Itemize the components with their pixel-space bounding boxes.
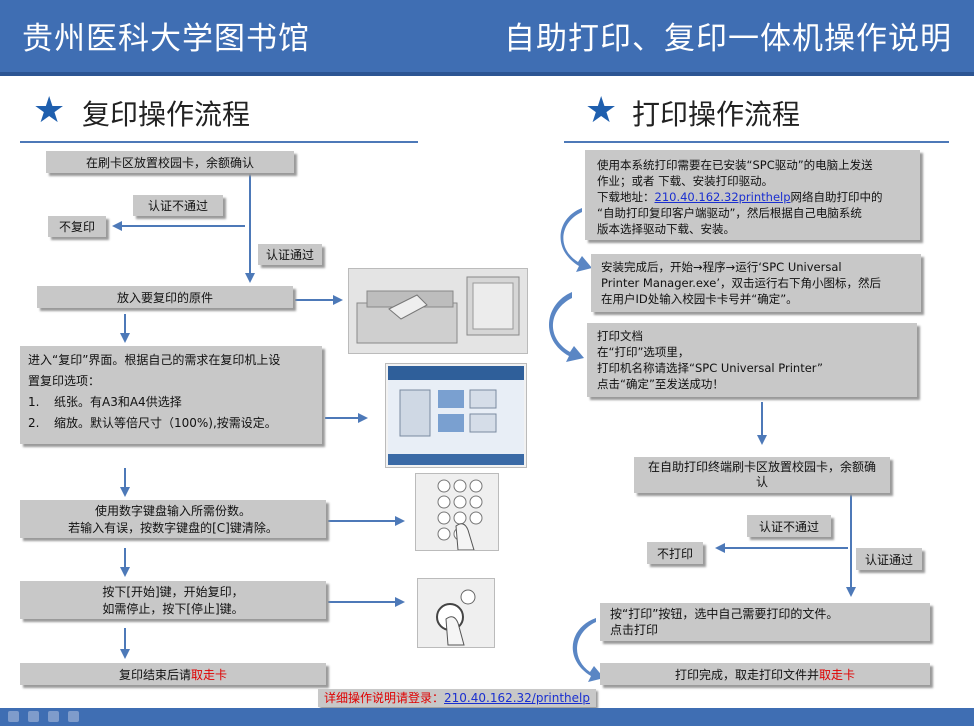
star-icon: ★ [33, 90, 66, 131]
print-doc-line4: 点击“确定”至发送成功！ [597, 377, 724, 391]
copy-settings-line1: 进入“复印”界面。根据自己的需求在复印机上设 [28, 353, 281, 367]
copy-quantity-line1: 使用数字键盘输入所需份数。 [94, 504, 251, 518]
copy-settings-item-num: 1. [28, 395, 40, 409]
copy-settings-line2: 置复印选项： [28, 374, 101, 388]
start-button-icon [436, 589, 476, 646]
library-title: 贵州医科大学图书馆 [22, 21, 310, 57]
print-step-run-manager: 安装完成后，开始→程序→运行‘SPC Universal Printer Man… [591, 254, 921, 312]
help-link-label: 详细操作说明请登录： [324, 691, 445, 705]
print-step-swipe-card: 在自助打印终端刷卡区放置校园卡，余额确认 [634, 457, 890, 493]
menu-icon[interactable] [48, 711, 59, 722]
print-doc-line1: 打印文档 [597, 329, 643, 343]
copy-start-line2: 如需停止，按下[停止]键。 [102, 602, 244, 616]
print-no-print-label: 不打印 [647, 542, 703, 564]
help-link-url[interactable]: 210.40.162.32/printhelp [444, 691, 590, 705]
print-step-install-driver: 使用本系统打印需要在已安装“SPC驱动”的电脑上发送 作业；或者 下载、安装打印… [585, 150, 920, 240]
star-icon: ★ [585, 90, 618, 131]
copy-step-swipe-card: 在刷卡区放置校园卡，余额确认 [46, 151, 294, 173]
copy-divider [20, 141, 418, 143]
print-doc-line2: 在“打印”选项里， [597, 345, 690, 359]
touchscreen-illustration [385, 363, 527, 468]
next-slide-icon[interactable] [68, 711, 79, 722]
copy-section-title: 复印操作流程 [82, 98, 251, 131]
page-title: 自助打印、复印一体机操作说明 [504, 21, 952, 57]
print-press-line2: 点击打印 [610, 623, 659, 637]
print-doc-line3: 打印机名称请选择“SPC Universal Printer” [597, 361, 823, 375]
print-step-press-print: 按“打印”按钮，选中自己需要打印的文件。 点击打印 [600, 603, 930, 641]
header-bar: 贵州医科大学图书馆 自助打印、复印一体机操作说明 [0, 0, 974, 76]
keypad-illustration [415, 473, 499, 551]
copy-step-finish: 复印结束后请取走卡 [20, 663, 326, 685]
previous-slide-icon[interactable] [8, 711, 19, 722]
touchscreen-icon [388, 366, 524, 465]
copy-step-quantity: 使用数字键盘输入所需份数。 若输入有误，按数字键盘的[C]键清除。 [20, 500, 326, 538]
start-button-illustration [417, 578, 495, 648]
keypad-icon [437, 479, 483, 551]
copy-finish-take-card: 取走卡 [191, 667, 228, 682]
copier-icon [356, 276, 520, 344]
print-auth-fail-label: 认证不通过 [747, 515, 831, 537]
copy-no-copy-label: 不复印 [48, 216, 106, 237]
copier-illustration [348, 268, 528, 354]
print-section-title: 打印操作流程 [632, 98, 801, 131]
footer-toolbar [0, 708, 974, 726]
print-driver-line1: 使用本系统打印需要在已安装“SPC驱动”的电脑上发送 [597, 158, 873, 172]
print-driver-line2: 作业；或者 下载、安装打印驱动。 [597, 174, 774, 188]
print-finish-take-card: 取走卡 [819, 667, 856, 682]
copy-settings-item-zoom: 缩放。默认等倍尺寸（100%),按需设定。 [54, 416, 277, 430]
copy-step-settings: 进入“复印”界面。根据自己的需求在复印机上设 置复印选项： 1. 纸张。有A3和A… [20, 346, 322, 444]
print-driver-line4: “自助打印复印客户端驱动”，然后根据自己电脑系统 [597, 206, 862, 220]
print-manager-line3: 在用户ID处输入校园卡卡号并“确定”。 [601, 292, 798, 306]
print-driver-line5: 版本选择驱动下载、安装。 [597, 222, 735, 236]
help-link-banner: 详细操作说明请登录：210.40.162.32/printhelp [318, 689, 596, 707]
copy-settings-item-num: 2. [28, 416, 40, 430]
print-manager-line2: Printer Manager.exe’，双击运行右下角小图标，然后 [601, 276, 881, 290]
print-divider [564, 141, 949, 143]
copy-auth-fail-label: 认证不通过 [133, 195, 223, 216]
copy-settings-item-paper: 纸张。有A3和A4供选择 [54, 395, 182, 409]
print-auth-pass-label: 认证通过 [856, 548, 922, 570]
copy-quantity-line2: 若输入有误，按数字键盘的[C]键清除。 [68, 521, 278, 535]
copy-auth-pass-label: 认证通过 [258, 244, 322, 265]
copy-step-place-original: 放入要复印的原件 [37, 286, 293, 308]
print-driver-download-label: 下载地址： [597, 190, 655, 204]
print-step-finish: 打印完成，取走打印文件并取走卡 [600, 663, 930, 685]
copy-step-start: 按下[开始]键，开始复印， 如需停止，按下[停止]键。 [20, 581, 326, 619]
print-driver-download-link[interactable]: 210.40.162.32printhelp [654, 190, 791, 204]
copy-start-line1: 按下[开始]键，开始复印， [102, 585, 244, 599]
print-finish-text: 打印完成，取走打印文件并 [674, 667, 819, 682]
print-manager-line1: 安装完成后，开始→程序→运行‘SPC Universal [601, 260, 842, 274]
pen-icon[interactable] [28, 711, 39, 722]
print-step-print-document: 打印文档 在“打印”选项里， 打印机名称请选择“SPC Universal Pr… [587, 323, 917, 397]
print-press-line1: 按“打印”按钮，选中自己需要打印的文件。 [610, 607, 839, 621]
copy-finish-text: 复印结束后请 [118, 667, 191, 682]
print-driver-line3-suffix: 网络自助打印中的 [790, 190, 883, 204]
